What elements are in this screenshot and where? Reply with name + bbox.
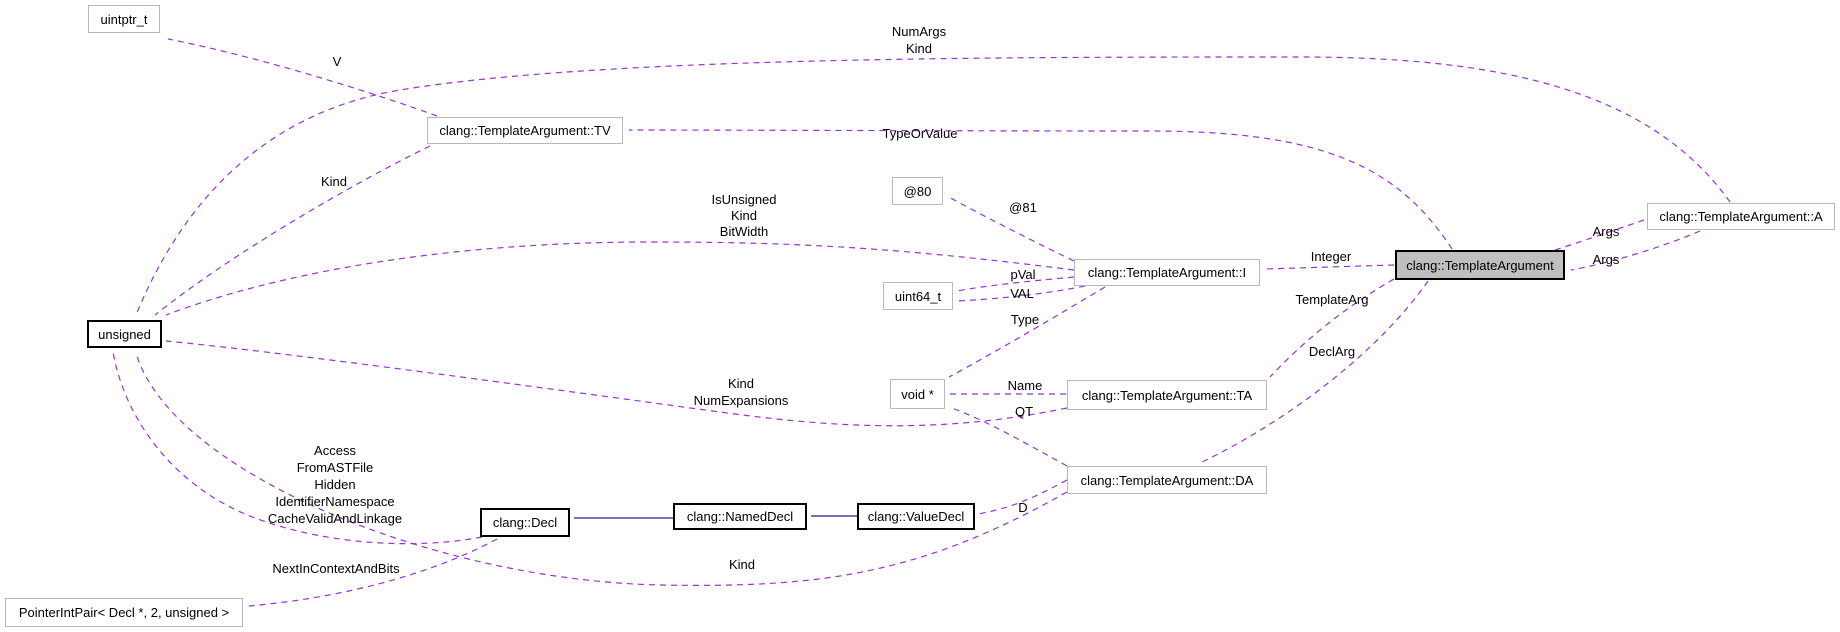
edge-label-line: Args bbox=[1592, 224, 1620, 239]
class-node-at80: @80 bbox=[892, 177, 943, 205]
edge-label-line: Kind bbox=[730, 208, 758, 223]
class-node-uint64_t: uint64_t bbox=[883, 282, 953, 310]
edge-label-line: NumArgs bbox=[891, 24, 947, 39]
edge-label-nextincontextandbits: NextInContextAndBits bbox=[272, 560, 399, 577]
class-node-uintptr_t: uintptr_t bbox=[88, 5, 160, 33]
class-node-label: clang::TemplateArgument::TV bbox=[439, 123, 611, 138]
class-node-label: clang::TemplateArgument::I bbox=[1087, 265, 1247, 280]
edge-label-line: V bbox=[332, 54, 342, 69]
edge-a-to-unsigned-numargs-kind bbox=[135, 56, 1731, 316]
class-node-label: clang::TemplateArgument bbox=[1406, 257, 1554, 273]
class-node-pointerintpair[interactable]: PointerIntPair< Decl *, 2, unsigned > bbox=[5, 598, 243, 627]
edge-label-line: NumExpansions bbox=[693, 393, 789, 408]
edge-label-val: VAL bbox=[1010, 285, 1034, 302]
edge-label-line: Kind bbox=[728, 557, 756, 572]
edge-da-to-voidptr-qt bbox=[948, 406, 1068, 467]
edge-main-to-da-declarg bbox=[1199, 280, 1429, 464]
class-node-label: clang::NamedDecl bbox=[686, 509, 794, 524]
edge-label-kind-tv: Kind bbox=[321, 173, 347, 190]
edge-label-line: TemplateArg bbox=[1295, 292, 1369, 307]
class-node-label: uintptr_t bbox=[100, 11, 148, 27]
edge-label-line: Type bbox=[1010, 312, 1040, 327]
edge-ta-to-unsigned-kind-numexpansions bbox=[165, 340, 1068, 427]
edge-da-to-unsigned-kind bbox=[135, 352, 1068, 586]
edge-main-to-a-args bbox=[1554, 219, 1645, 251]
edge-label-type: Type bbox=[1011, 311, 1039, 328]
edge-label-line: Kind bbox=[727, 376, 755, 391]
edge-label-d: D bbox=[1018, 499, 1027, 516]
edge-i-to-uint64-pval bbox=[956, 276, 1075, 292]
edge-label-line: D bbox=[1018, 500, 1028, 515]
class-node-da[interactable]: clang::TemplateArgument::DA bbox=[1067, 466, 1267, 494]
class-node-label: clang::ValueDecl bbox=[867, 509, 965, 524]
edge-label-line: Kind bbox=[320, 174, 348, 189]
edge-label-templatearg: TemplateArg bbox=[1296, 291, 1369, 308]
class-node-label: void * bbox=[901, 386, 934, 402]
edge-label-line: NextInContextAndBits bbox=[272, 561, 400, 576]
edge-main-to-i-integer bbox=[1264, 264, 1395, 270]
class-node-valuedecl[interactable]: clang::ValueDecl bbox=[857, 503, 975, 530]
edge-label-line: QT bbox=[1014, 404, 1034, 419]
edge-label-line: Hidden bbox=[314, 477, 356, 492]
edge-label-declarg: DeclArg bbox=[1309, 343, 1355, 360]
class-node-decl[interactable]: clang::Decl bbox=[480, 508, 570, 537]
class-node-voidptr: void * bbox=[890, 379, 945, 409]
class-node-label: unsigned bbox=[98, 326, 151, 342]
class-node-tv[interactable]: clang::TemplateArgument::TV bbox=[427, 117, 623, 144]
edge-label-v: V bbox=[333, 53, 342, 70]
edge-label-line: VAL bbox=[1010, 286, 1034, 301]
class-node-i[interactable]: clang::TemplateArgument::I bbox=[1074, 259, 1260, 286]
class-node-templateargument: clang::TemplateArgument bbox=[1395, 250, 1565, 280]
edge-label-line: FromASTFile bbox=[296, 460, 374, 475]
edge-label-integer: Integer bbox=[1311, 248, 1351, 265]
edge-label-args-lower: Args bbox=[1593, 251, 1620, 268]
edge-i-to-unsigned-bits bbox=[165, 241, 1075, 316]
edge-decl-to-pointerintpair bbox=[248, 538, 498, 607]
edge-i-to-uint64-val bbox=[956, 285, 1086, 302]
edge-label-line: Name bbox=[1007, 378, 1043, 393]
class-node-label: clang::TemplateArgument::A bbox=[1659, 209, 1823, 224]
edge-label-line: Access bbox=[314, 443, 356, 458]
edge-tv-to-uintptr-v bbox=[167, 38, 438, 117]
class-node-label: @80 bbox=[903, 183, 932, 199]
edge-label-line: pVal bbox=[1010, 267, 1036, 282]
class-node-nameddecl[interactable]: clang::NamedDecl bbox=[673, 503, 807, 530]
edge-label-line: DeclArg bbox=[1308, 344, 1356, 359]
edge-label-line: CacheValidAndLinkage bbox=[267, 511, 403, 526]
class-node-label: clang::TemplateArgument::DA bbox=[1080, 472, 1254, 488]
edge-label-pval: pVal bbox=[1010, 266, 1035, 283]
edge-main-to-ta-templatearg bbox=[1269, 278, 1395, 378]
class-node-label: uint64_t bbox=[894, 288, 942, 304]
class-node-ta[interactable]: clang::TemplateArgument::TA bbox=[1067, 380, 1267, 410]
edge-label-qt: QT bbox=[1015, 403, 1033, 420]
edge-main-to-tv-typeorvalue bbox=[628, 129, 1453, 250]
edge-label-kind-da: Kind bbox=[729, 556, 755, 573]
edge-label-typeorvalue: TypeOrValue bbox=[883, 125, 958, 142]
edge-label-line: IsUnsigned bbox=[711, 192, 777, 207]
edge-label-args-upper: Args bbox=[1593, 223, 1620, 240]
edge-i-to-voidptr-type bbox=[948, 286, 1106, 378]
edge-label-line: Kind bbox=[905, 41, 933, 56]
edge-da-to-valuedecl-d bbox=[977, 479, 1068, 515]
edge-tv-to-unsigned-kind bbox=[154, 145, 431, 316]
class-node-a[interactable]: clang::TemplateArgument::A bbox=[1647, 203, 1835, 230]
class-node-label: PointerIntPair< Decl *, 2, unsigned > bbox=[18, 605, 230, 620]
class-node-label: clang::TemplateArgument::TA bbox=[1081, 387, 1253, 403]
edge-label-at81: @81 bbox=[1009, 199, 1037, 216]
edge-label-line: TypeOrValue bbox=[882, 126, 958, 141]
edge-label-line: @81 bbox=[1009, 200, 1037, 215]
edge-label-line: IdentifierNamespace bbox=[275, 494, 395, 509]
edge-label-line: Integer bbox=[1310, 249, 1352, 264]
class-node-unsigned: unsigned bbox=[87, 320, 162, 348]
edge-label-name: Name bbox=[1008, 377, 1043, 394]
edge-a-to-main-args bbox=[1570, 230, 1701, 271]
class-node-label: clang::Decl bbox=[492, 515, 558, 530]
edge-label-line: Args bbox=[1592, 252, 1620, 267]
edge-label-line: BitWidth bbox=[719, 224, 769, 239]
